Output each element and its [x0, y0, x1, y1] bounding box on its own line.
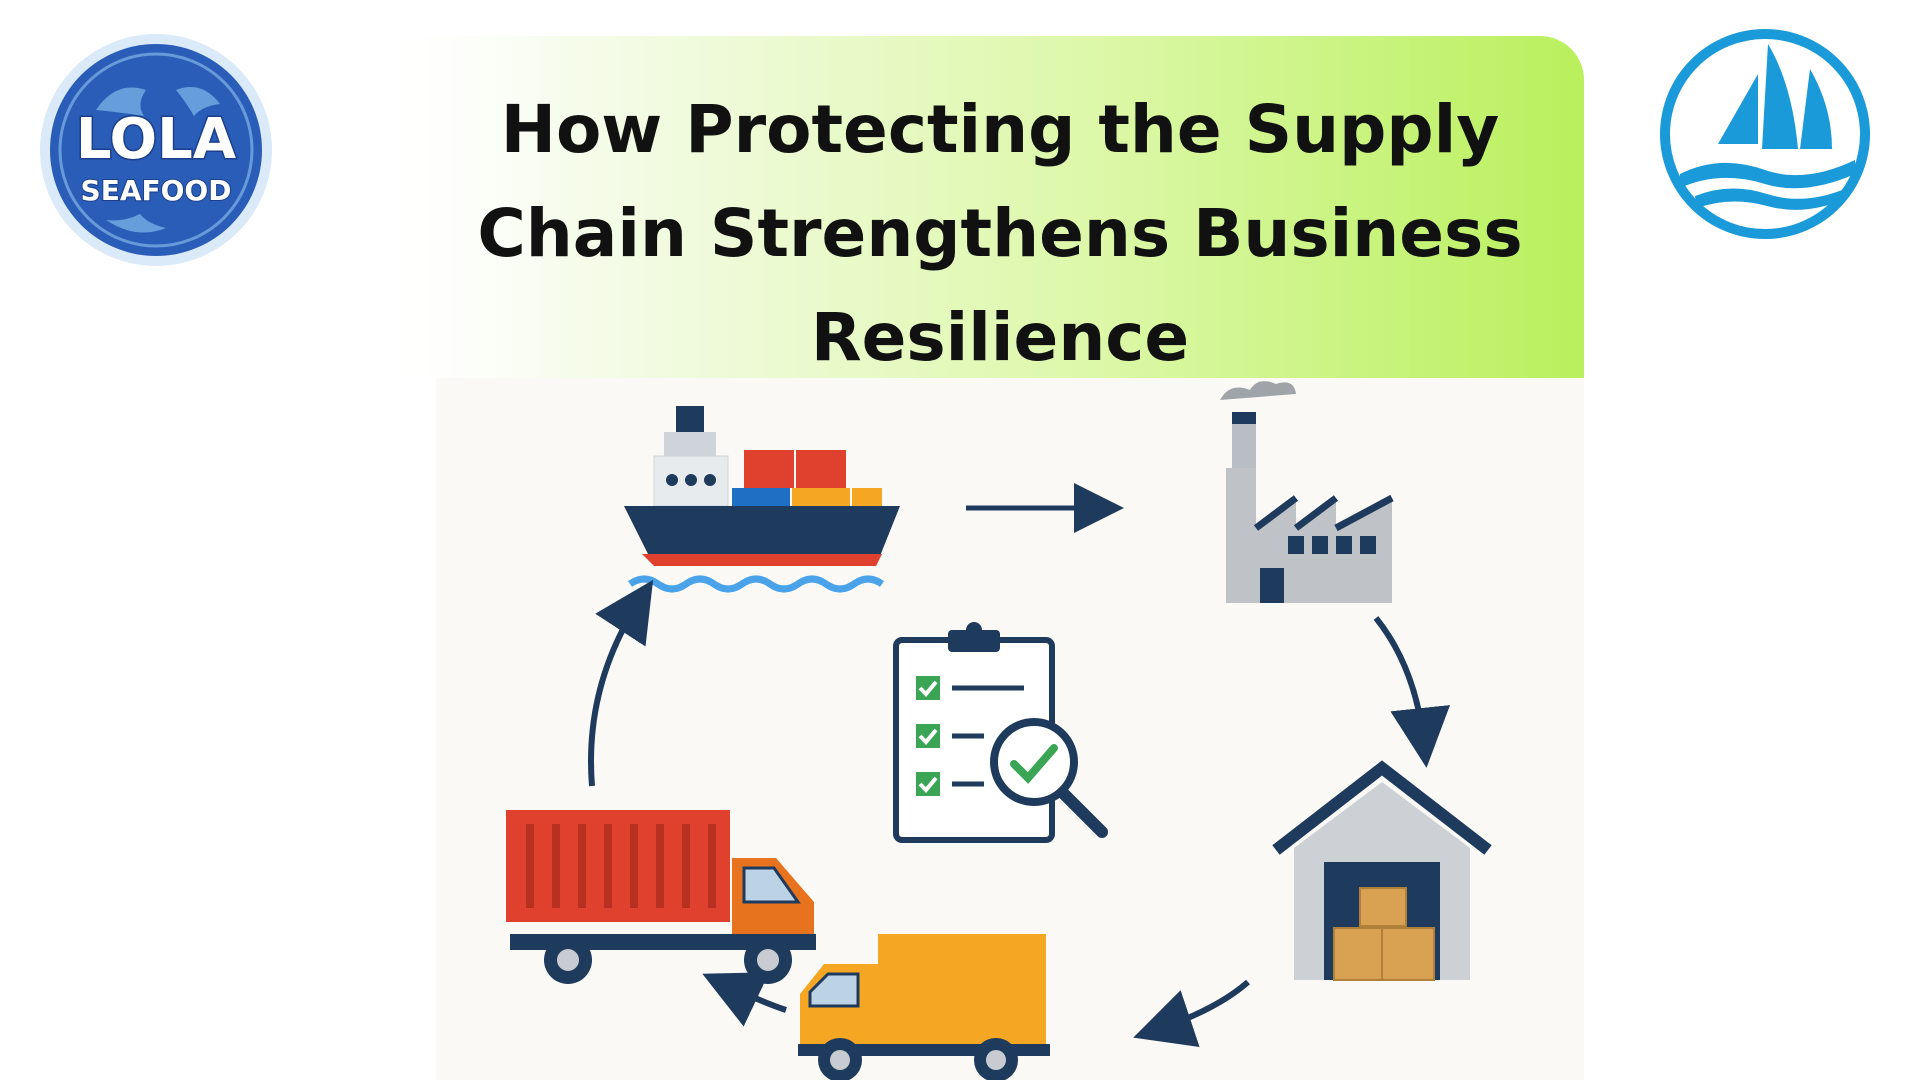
sail-right: [1800, 69, 1832, 149]
arrow-container-truck-to-ship: [588, 579, 654, 787]
arrow-warehouse-to-van: [1133, 979, 1250, 1048]
sail-center: [1762, 44, 1798, 149]
title-line-3: Resilience: [810, 299, 1190, 376]
logo-text-seafood: SEAFOOD: [81, 174, 232, 207]
supply-chain-diagram: [506, 381, 1492, 1080]
sailboat-wave-logo: [1660, 29, 1870, 239]
lola-seafood-logo: LOLA SEAFOOD: [40, 34, 272, 266]
arrow-van-to-container-truck: [702, 972, 787, 1027]
logo-text-lola: LOLA: [76, 107, 237, 172]
factory-icon: [1220, 381, 1394, 603]
container-truck-icon: [506, 810, 816, 984]
delivery-truck-icon: [798, 934, 1050, 1080]
crab-shape: [176, 87, 220, 116]
sail-left: [1718, 74, 1758, 144]
wave-2: [1695, 188, 1847, 210]
banner-fade: [372, 36, 572, 378]
shrimp-shape: [106, 214, 166, 233]
checklist-magnifier-icon: [893, 622, 1108, 843]
warehouse-icon: [1272, 760, 1492, 981]
cargo-ship-icon: [624, 406, 900, 593]
wave-1: [1680, 160, 1855, 189]
title-line-2: Chain Strengthens Business: [477, 195, 1523, 272]
title-banner: [372, 36, 1584, 378]
octopus-shape: [96, 87, 146, 116]
arrow-factory-to-warehouse: [1373, 616, 1451, 768]
title-line-1: How Protecting the Supply: [500, 91, 1500, 168]
page-title: How Protecting the Supply Chain Strength…: [460, 78, 1540, 390]
